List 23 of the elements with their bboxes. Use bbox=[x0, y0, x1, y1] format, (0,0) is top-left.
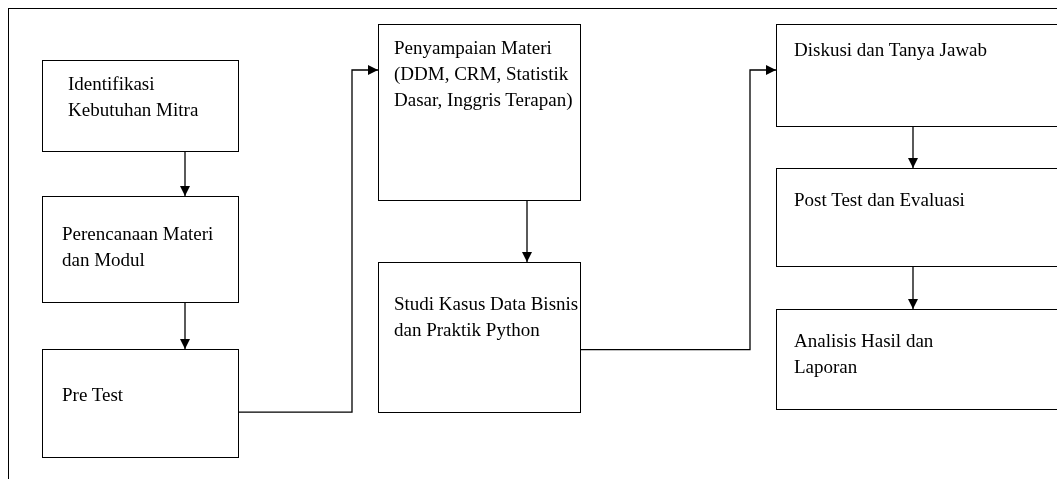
arrow bbox=[522, 200, 532, 263]
process-box bbox=[42, 196, 239, 303]
process-box bbox=[378, 24, 581, 201]
process-box bbox=[776, 24, 1057, 127]
step-label: Post Test dan Evaluasi bbox=[794, 188, 966, 212]
arrow bbox=[238, 65, 379, 413]
step-label: Analisis Hasil dan Laporan bbox=[794, 329, 935, 379]
arrow bbox=[908, 266, 918, 310]
step-label: Studi Kasus Data Bisnis dan Praktik Python bbox=[394, 292, 580, 342]
arrow bbox=[180, 302, 190, 350]
arrow bbox=[180, 151, 190, 197]
step-label: Pre Test bbox=[62, 383, 125, 407]
process-box bbox=[42, 349, 239, 458]
process-box bbox=[776, 168, 1057, 267]
step-label: Perencanaan Materi dan Modul bbox=[62, 222, 215, 272]
arrow bbox=[908, 126, 918, 169]
step-label: Diskusi dan Tanya Jawab bbox=[794, 38, 989, 62]
step-label: Penyampaian Materi (DDM, CRM, Statistik Dasar, Inggris Terapan) bbox=[394, 36, 574, 112]
process-box bbox=[776, 309, 1057, 410]
process-box bbox=[42, 60, 239, 152]
step-label: Identifikasi Kebutuhan Mitra bbox=[68, 72, 200, 122]
arrow bbox=[580, 65, 777, 351]
process-box bbox=[378, 262, 581, 413]
